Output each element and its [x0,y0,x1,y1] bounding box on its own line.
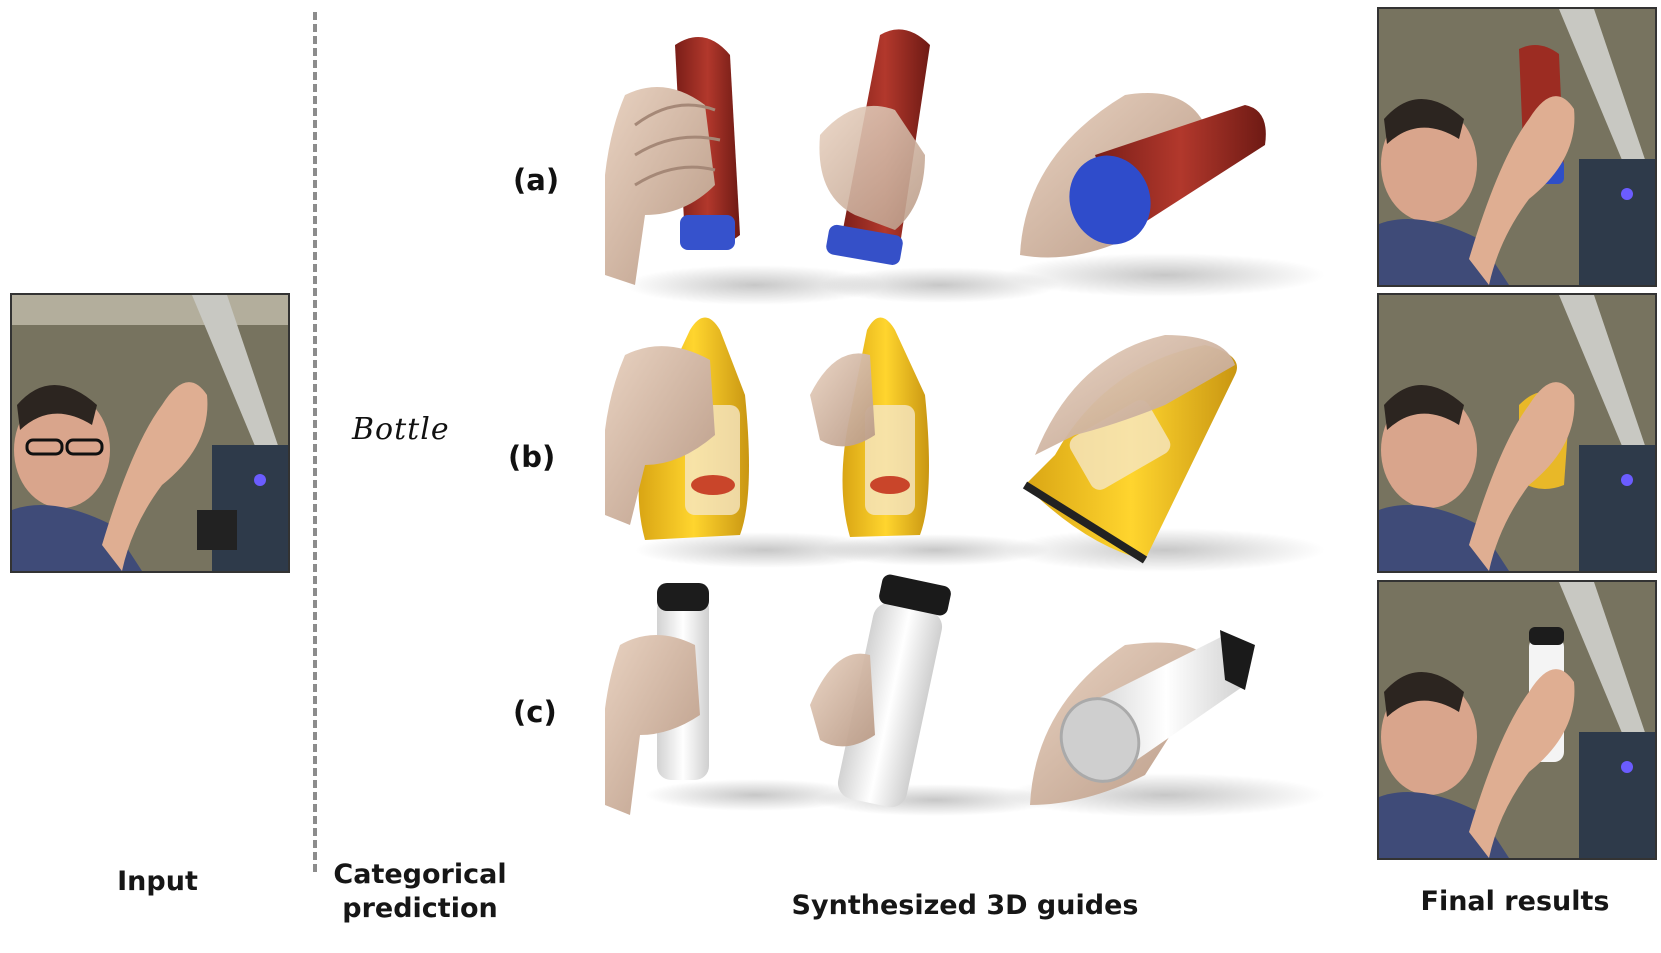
column-divider [313,12,317,872]
row-label-c: (c) [513,695,557,729]
guide-b-2 [810,317,1050,566]
final-results-label: Final results [1420,886,1610,917]
row-label-a: (a) [513,163,560,197]
guide-a-2 [819,29,1060,303]
final-result-c [1377,580,1657,860]
guide-c-3 [1005,630,1325,817]
input-photo [10,293,290,573]
synthesized-3d-guides-label: Synthesized 3D guides [791,890,1139,921]
guide-c-1 [605,583,865,815]
final-result-b [1377,293,1657,573]
categorical-prediction-label: Categorical prediction [333,859,507,924]
category-label: Bottle [352,412,450,447]
guide-b-1 [605,317,895,568]
input-column-label: Input [117,866,198,897]
final-result-a [1377,7,1657,287]
row-label-b: (b) [508,440,556,474]
synthesized-3d-guides [605,15,1350,865]
guide-a-3 [1005,93,1325,297]
guide-b-3 [1005,335,1325,572]
guide-c-2 [810,574,1055,816]
guide-a-1 [605,37,885,305]
